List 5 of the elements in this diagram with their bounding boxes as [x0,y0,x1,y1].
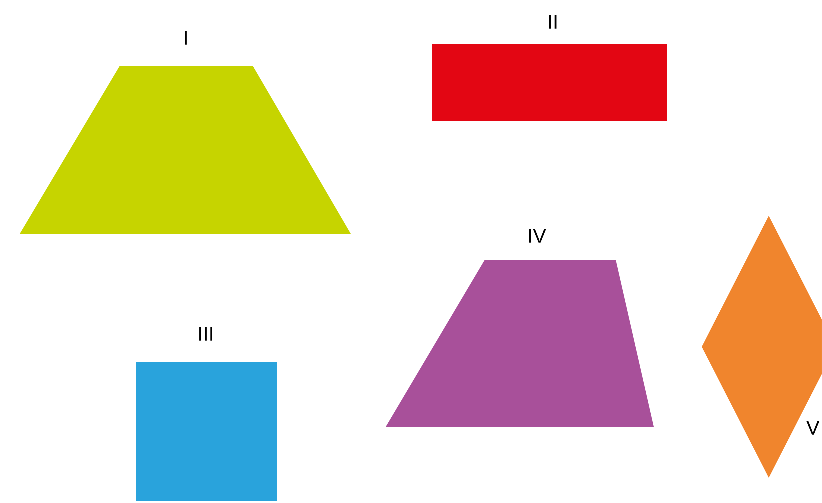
shape-label: I [185,31,187,45]
shape-label: III [200,327,212,341]
shape-label: II [549,15,557,29]
shape-label: IV [529,229,546,243]
shape-label: V [806,421,820,435]
